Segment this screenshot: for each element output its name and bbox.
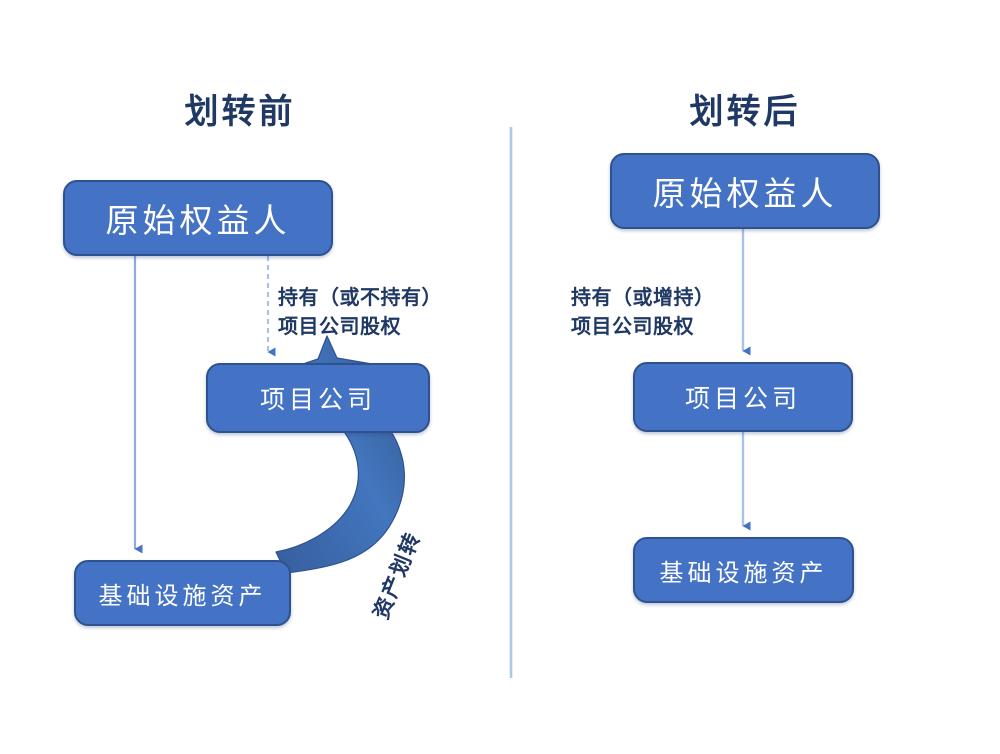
edge-label-after-line2: 项目公司股权: [571, 316, 694, 338]
node-after-project-company[interactable]: 项目公司: [633, 362, 853, 432]
node-after-infrastructure-asset[interactable]: 基础设施资产: [633, 537, 854, 603]
node-before-project-company[interactable]: 项目公司: [206, 363, 430, 433]
edge-label-before-line1: 持有（或不持有）: [278, 287, 442, 309]
edge-label-asset-transfer: 资产划转: [368, 528, 426, 623]
panel-title-before: 划转前: [184, 94, 296, 131]
panel-title-after: 划转后: [689, 94, 801, 131]
node-before-originator[interactable]: 原始权益人: [63, 180, 333, 256]
edge-label-after-shareholding: 持有（或增持） 项目公司股权: [571, 284, 715, 342]
edge-label-before-line2: 项目公司股权: [278, 316, 401, 338]
node-before-infrastructure-asset[interactable]: 基础设施资产: [74, 560, 291, 626]
node-after-originator[interactable]: 原始权益人: [610, 153, 880, 229]
edge-label-before-shareholding: 持有（或不持有） 项目公司股权: [278, 284, 442, 342]
edge-label-after-line1: 持有（或增持）: [571, 287, 715, 309]
